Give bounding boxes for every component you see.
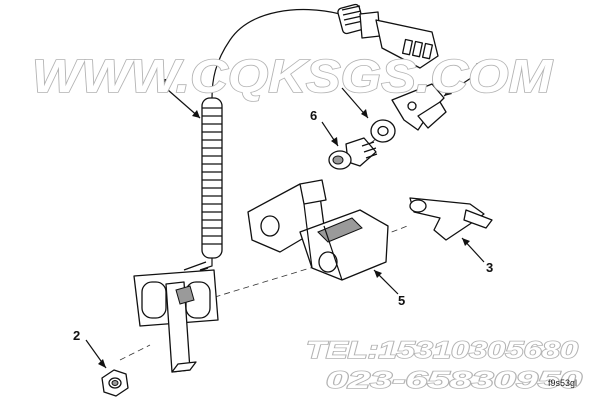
washer bbox=[370, 119, 396, 143]
callout-4: 4 bbox=[160, 76, 168, 91]
callout-5: 5 bbox=[398, 293, 405, 308]
figure-code: f9s53gl bbox=[548, 378, 577, 388]
watermark-phone: 023-65830950 bbox=[326, 367, 583, 394]
callout-2: 2 bbox=[73, 328, 80, 343]
leader-lines bbox=[85, 75, 485, 369]
electrical-connector bbox=[337, 3, 439, 69]
sensor-cable bbox=[211, 9, 341, 99]
bracket-clip-7 bbox=[391, 83, 447, 131]
callout-3: 3 bbox=[486, 260, 493, 275]
mounting-bracket-5 bbox=[247, 179, 389, 281]
callout-7: 7 bbox=[476, 60, 483, 75]
hex-nut-2 bbox=[101, 369, 129, 397]
flange-bolt-6 bbox=[328, 137, 378, 170]
coil-sensor-4 bbox=[133, 97, 223, 373]
callout-6: 6 bbox=[310, 108, 317, 123]
flat-clip-3 bbox=[409, 197, 493, 241]
watermark-tel: TEL:15310305680 bbox=[306, 337, 579, 364]
watermark-site: WWW.CQKSGS.COM bbox=[32, 50, 554, 102]
